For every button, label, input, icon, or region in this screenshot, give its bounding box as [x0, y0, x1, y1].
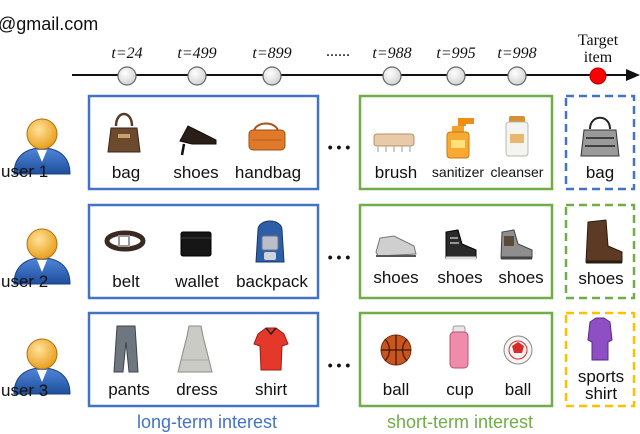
item-label: shoes	[173, 163, 218, 182]
item-label: cup	[446, 380, 473, 399]
sanitizer-icon	[446, 118, 474, 159]
wallet-icon	[180, 231, 212, 257]
timeline-step-label: t=24	[111, 45, 142, 62]
item-label: shirt	[255, 380, 287, 399]
shoe-icon	[500, 229, 533, 260]
short-term-interest-label: short-term interest	[387, 412, 533, 432]
item-label: backpack	[236, 272, 308, 291]
user-2: user 2	[1, 228, 71, 291]
short-term-box	[358, 311, 554, 408]
soccer-ball-icon	[503, 335, 533, 365]
ellipsis: • • •	[328, 249, 351, 265]
cleanser-icon	[505, 116, 529, 157]
backpack-icon	[255, 220, 285, 263]
handbag-icon	[248, 122, 286, 151]
belt-icon	[104, 230, 146, 252]
timeline-node	[187, 66, 207, 86]
shoe-icon	[375, 235, 417, 257]
shoe-icon	[445, 229, 477, 260]
item-label: handbag	[235, 163, 301, 182]
item-label: sanitizer	[432, 164, 484, 180]
basketball-icon	[380, 334, 412, 366]
item-label: shoes	[498, 268, 543, 287]
user-3: user 3	[1, 338, 71, 400]
item-label: shoes	[437, 268, 482, 287]
user-label: user 2	[1, 272, 48, 291]
timeline-node	[382, 66, 402, 86]
timeline-step-label: t=995	[436, 45, 475, 62]
long-term-box	[87, 94, 320, 191]
item-label: ball	[383, 380, 409, 399]
shirt-icon	[253, 327, 289, 371]
timeline-step-label: t=899	[252, 45, 291, 62]
short-term-box	[358, 94, 554, 191]
sports-shirt-icon	[587, 317, 613, 361]
target-box	[564, 311, 636, 408]
user-label: user 1	[1, 162, 48, 181]
item-label: dress	[176, 380, 218, 399]
row-2: belt wallet backpack shoes shoes shoes s…	[87, 203, 636, 300]
item-label: pants	[108, 380, 150, 399]
bag-icon	[107, 112, 141, 153]
pants-icon	[113, 325, 139, 373]
user-icon	[13, 118, 71, 175]
ellipsis: • • •	[328, 139, 351, 155]
user-1: user 1	[1, 118, 71, 181]
item-label: brush	[375, 163, 418, 182]
item-label: cleanser	[491, 164, 544, 180]
timeline-node	[262, 66, 282, 86]
row-1: bag shoes handbag brush sanitizer cleans…	[87, 94, 636, 191]
target-box	[564, 94, 636, 191]
item-label: shoes	[578, 269, 623, 288]
cup-icon	[449, 325, 469, 369]
brush-icon	[373, 133, 415, 152]
boot-icon	[585, 219, 623, 264]
timeline-ellipsis: ......	[326, 43, 350, 60]
long-term-interest-label: long-term interest	[137, 412, 277, 432]
item-label: bag	[586, 163, 614, 182]
long-term-box	[87, 203, 320, 300]
timeline-node	[117, 66, 137, 86]
item-label: shirt	[585, 384, 617, 403]
item-label: wallet	[174, 272, 219, 291]
user-icon	[13, 338, 71, 395]
target-item-label: item	[584, 49, 613, 66]
item-label: belt	[112, 272, 140, 291]
timeline-step-label: t=998	[497, 45, 536, 62]
timeline-node	[507, 66, 527, 86]
user-icon	[13, 228, 71, 285]
short-term-box	[358, 203, 554, 300]
item-label: shoes	[373, 268, 418, 287]
row-3: pants dress shirt ball cup ball sports s…	[87, 311, 636, 408]
target-node	[589, 67, 607, 85]
item-label: ball	[505, 380, 531, 399]
target-box	[564, 203, 636, 300]
timeline-step-label: t=499	[177, 45, 216, 62]
timeline: t=24 t=499 t=899 ...... t=988 t=995 t=99…	[72, 32, 640, 86]
timeline-step-label: t=988	[372, 45, 411, 62]
user-label: user 3	[1, 381, 48, 400]
header-fragment: @gmail.com	[0, 14, 98, 34]
timeline-node	[446, 66, 466, 86]
bag-icon	[580, 116, 620, 157]
timeline-arrowhead	[626, 69, 640, 81]
dress-icon	[177, 325, 213, 373]
shoe-icon	[179, 125, 217, 156]
ellipsis: • • •	[328, 357, 351, 373]
item-label: sports	[578, 367, 624, 386]
target-item-label: Target	[578, 32, 619, 49]
item-label: bag	[112, 163, 140, 182]
long-term-box	[87, 311, 320, 408]
